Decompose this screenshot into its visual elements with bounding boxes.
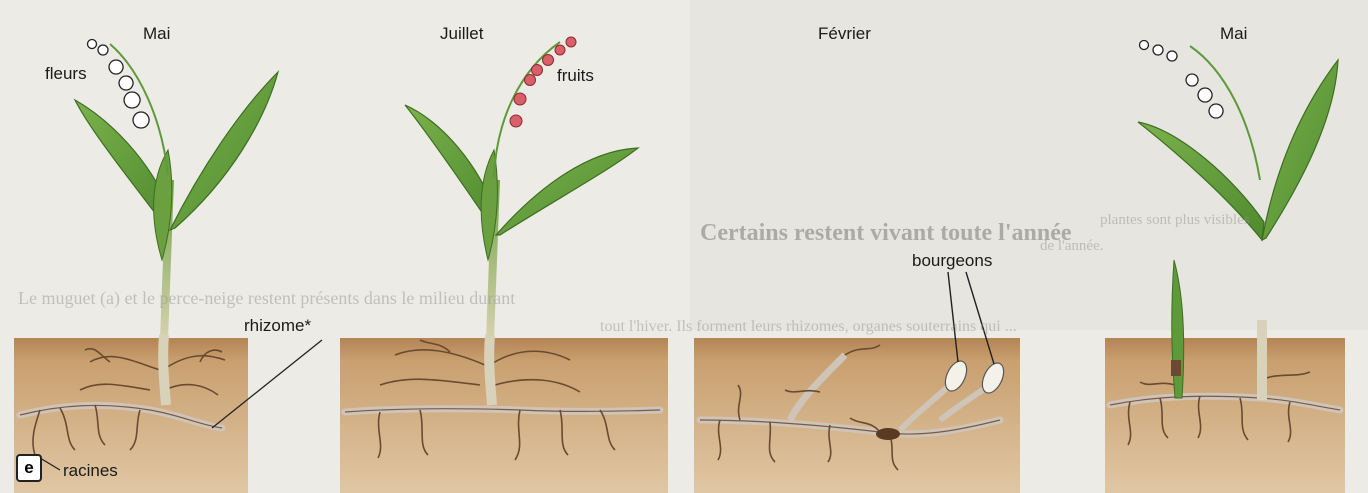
bg-line-2: tout l'hiver. Ils forment leurs rhizomes… — [600, 318, 1017, 336]
bg-right-1: plantes sont plus visibles — [1100, 212, 1250, 229]
soil-block-3 — [694, 338, 1020, 493]
label-fruits: fruits — [557, 66, 594, 86]
month-label-1: Mai — [143, 24, 170, 44]
soil-block-4 — [1105, 338, 1345, 493]
label-fleurs: fleurs — [45, 64, 87, 84]
soil-block-1 — [14, 338, 248, 493]
bg-line-1: Le muguet (a) et le perce-neige restent … — [18, 288, 515, 309]
soil-block-2 — [340, 338, 668, 493]
label-bourgeons: bourgeons — [912, 251, 992, 271]
panel-letter: e — [16, 454, 42, 482]
bg-heading: Certains restent vivant toute l'année — [700, 220, 1072, 247]
label-rhizome: rhizome* — [244, 316, 311, 336]
month-label-2: Juillet — [440, 24, 483, 44]
month-label-3: Février — [818, 24, 871, 44]
label-racines: racines — [63, 461, 118, 481]
bg-right-2: de l'année. — [1040, 238, 1104, 255]
month-label-4: Mai — [1220, 24, 1247, 44]
